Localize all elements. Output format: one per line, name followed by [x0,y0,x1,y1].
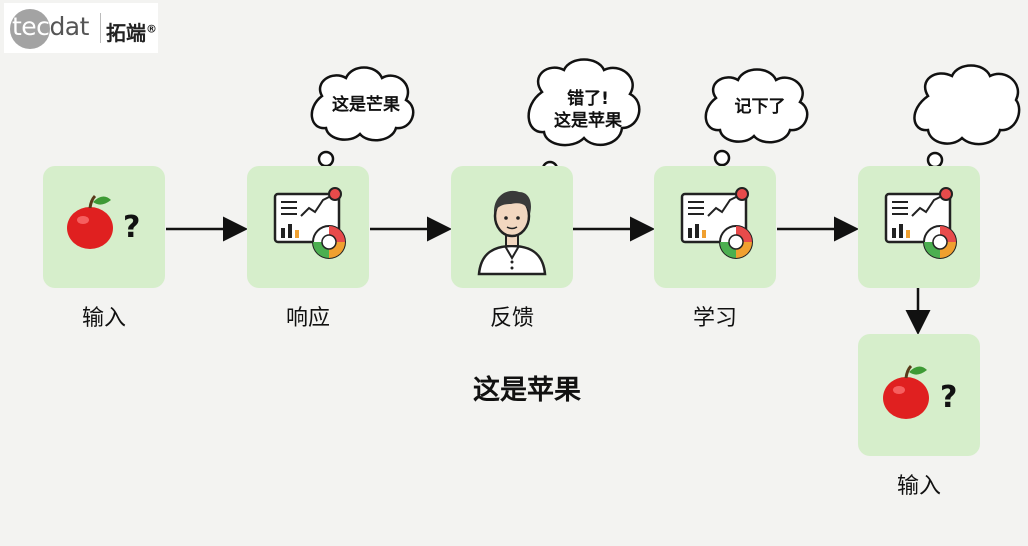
node-label-input: 输入 [81,306,126,331]
model-dashboard-icon [884,187,957,259]
question-mark: ? [123,210,141,245]
model-dashboard-icon [273,187,346,259]
thought-bubble-response [305,66,415,181]
apple-question-icon [67,194,113,249]
logo: tecdat 拓端® [4,3,158,53]
person-icon [477,190,547,276]
node-learning [654,166,776,288]
thought-bubble-learning [702,68,809,180]
thought-bubble-empty [913,64,1021,181]
node-feedback [451,166,573,288]
logo-text: tecdat [12,12,89,41]
apple-question-icon [883,364,929,419]
model-dashboard-icon [680,187,753,259]
thought-line: 错了! [567,89,609,109]
node-label-learning: 学习 [692,306,737,331]
thought-text-learning: 记下了 [714,96,806,118]
logo-divider [100,13,101,43]
question-mark: ? [940,380,958,415]
node-label-feedback: 反馈 [489,306,534,331]
thought-text-response: 这是芒果 [320,94,412,116]
node-label-input-final: 输入 [896,474,941,499]
center-caption: 这是苹果 [473,375,581,406]
thought-line: 记下了 [734,97,786,117]
node-response [247,166,369,288]
node-model [858,166,980,288]
thought-line: 这是芒果 [332,95,400,115]
thought-text-feedback: 错了! 这是苹果 [538,88,638,132]
node-input-final: ? [858,334,980,456]
thought-line: 这是苹果 [554,111,622,131]
node-label-response: 响应 [285,306,330,331]
logo-circle-icon [10,9,50,49]
node-input: ? [43,166,165,288]
logo-cn-text: 拓端® [106,21,157,45]
